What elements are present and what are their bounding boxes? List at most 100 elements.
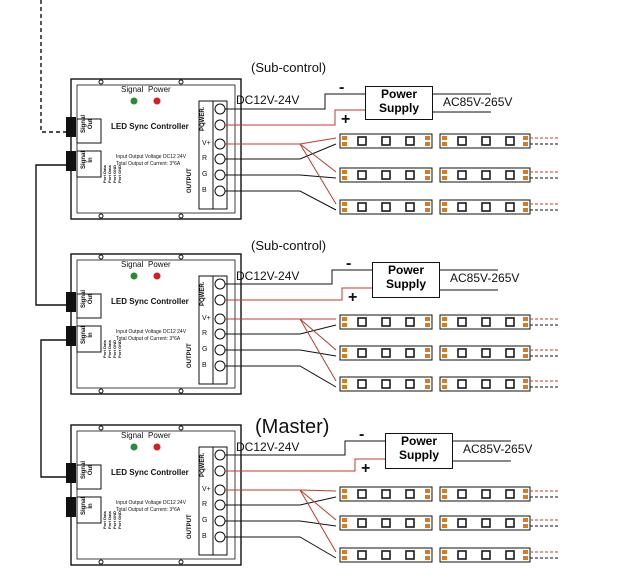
strip-pad — [425, 170, 430, 174]
strip-pad — [342, 142, 347, 146]
spec-line-1: Input Output Voltage DC12 24V — [116, 500, 187, 506]
strip-pad — [523, 176, 528, 180]
terminal-screw — [214, 531, 226, 543]
channel-feed-wire — [225, 536, 337, 559]
strip-led — [357, 518, 367, 528]
pin-label: Port GND — [117, 165, 122, 183]
vplus-feed-wire — [225, 489, 337, 553]
strip-pad — [425, 385, 430, 389]
signal-in-label: Signal In — [81, 151, 94, 170]
unit-title: (Sub-control) — [251, 60, 327, 75]
strip-pad — [442, 379, 447, 383]
signal-led-label: Signal — [121, 85, 144, 94]
plus-marker: + — [361, 460, 371, 477]
strip-pad — [425, 556, 430, 560]
power-led-label: Power — [148, 85, 171, 94]
signal-in-label: Signal In — [81, 497, 94, 516]
signal-out-plug — [66, 292, 76, 312]
strip-pad — [523, 495, 528, 499]
strip-pad — [523, 550, 528, 554]
terminal-screw — [214, 328, 226, 340]
strip-led — [357, 202, 367, 212]
minus-marker: - — [339, 79, 345, 96]
strip-pad — [342, 348, 347, 352]
terminal-screw — [214, 138, 226, 150]
signal-out-plug — [66, 117, 76, 137]
strip-pad — [523, 385, 528, 389]
unit-title: (Master) — [255, 416, 330, 438]
strip-led — [481, 489, 491, 499]
strip-pad — [442, 495, 447, 499]
controller-name: LED Sync Controller — [111, 297, 189, 306]
strip-led — [505, 202, 515, 212]
terminal-screw — [214, 278, 226, 290]
strip-led — [405, 550, 415, 560]
power-supply-box: Power Supply — [385, 433, 453, 469]
strip-pad — [523, 489, 528, 493]
terminal-screw — [214, 294, 226, 306]
strip-pad — [342, 385, 347, 389]
terminal-1-label: + — [202, 467, 207, 474]
strip-pad — [425, 518, 430, 522]
strip-pad — [442, 550, 447, 554]
strip-led — [457, 317, 467, 327]
strip-led — [481, 202, 491, 212]
strip-pad — [523, 323, 528, 327]
strip-pad — [342, 524, 347, 528]
strip-led — [381, 379, 391, 389]
strip-pad — [425, 354, 430, 358]
terminal-screw — [214, 185, 226, 197]
strip-led — [505, 348, 515, 358]
strip-led — [505, 379, 515, 389]
strip-pad — [442, 518, 447, 522]
minus-marker: - — [346, 255, 352, 272]
strip-pad — [342, 354, 347, 358]
terminal-5-label: B — [202, 362, 207, 369]
channel-feed-wire — [225, 190, 337, 211]
strip-led — [405, 202, 415, 212]
dc-voltage-label: DC12V-24V — [236, 269, 300, 283]
strip-pad — [425, 348, 430, 352]
controller-name: LED Sync Controller — [111, 122, 189, 131]
vplus-feed-wire — [225, 143, 337, 205]
strip-led — [405, 136, 415, 146]
channel-feed-wire — [225, 174, 337, 179]
pin-label: Port GND — [117, 340, 122, 358]
controller-bezel — [76, 430, 236, 560]
strip-led — [405, 379, 415, 389]
strip-pad — [442, 176, 447, 180]
strip-led — [457, 489, 467, 499]
terminal-screw — [214, 103, 226, 115]
strip-pad — [523, 556, 528, 560]
strip-pad — [523, 354, 528, 358]
chain-line-1 — [35, 164, 66, 306]
strip-led — [505, 170, 515, 180]
strip-pad — [523, 524, 528, 528]
plus-marker: + — [348, 289, 358, 306]
strip-pad — [442, 202, 447, 206]
signal-led-label: Signal — [121, 431, 144, 440]
strip-pad — [342, 317, 347, 321]
terminal-screw — [214, 449, 226, 461]
spec-line-2: Total Output of Current: 3*6A — [116, 336, 181, 342]
strip-pad — [523, 518, 528, 522]
signal-in-port — [76, 150, 102, 178]
strip-led — [481, 317, 491, 327]
mount-hole — [178, 388, 184, 394]
mount-hole — [178, 559, 184, 565]
terminal-5-label: B — [202, 187, 207, 194]
signal-out-port — [76, 464, 102, 490]
strip-led — [357, 170, 367, 180]
strip-led — [481, 550, 491, 560]
mount-hole — [178, 79, 184, 85]
power-supply-box: Power Supply — [372, 262, 440, 298]
signal-in-label: Signal In — [81, 326, 94, 345]
strip-led — [357, 136, 367, 146]
strip-pad — [442, 524, 447, 528]
strip-led — [405, 170, 415, 180]
strip-led — [457, 202, 467, 212]
terminal-screw — [214, 153, 226, 165]
terminal-3-label: R — [202, 155, 208, 162]
terminal-0-label: - — [202, 105, 205, 112]
